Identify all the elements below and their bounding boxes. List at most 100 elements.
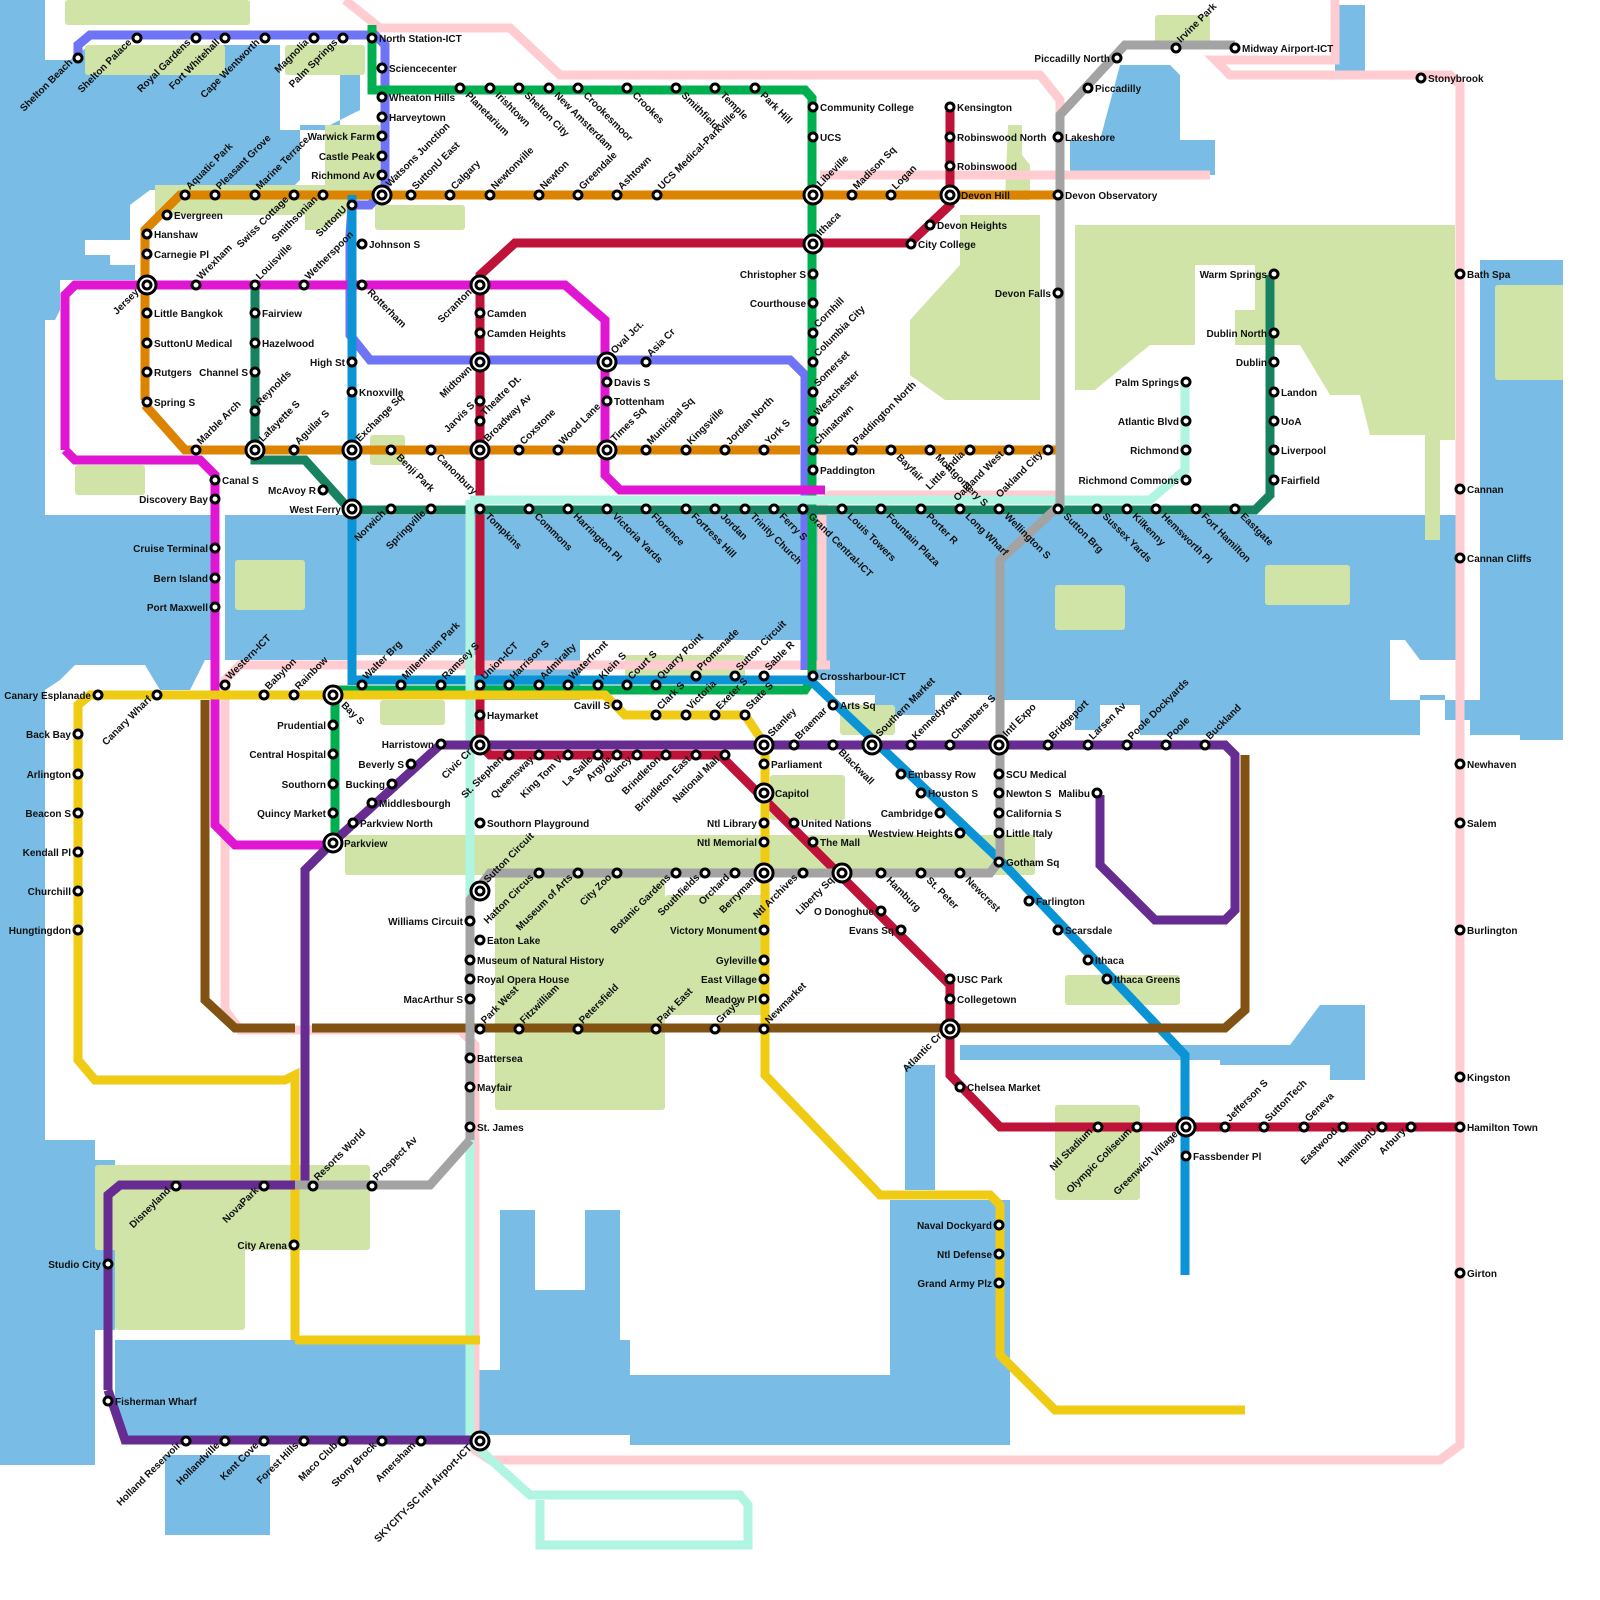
station[interactable]: Midway Airport-ICT (1229, 42, 1333, 55)
station[interactable]: Bath Spa (1454, 268, 1511, 281)
line-purple[interactable] (103, 1388, 480, 1445)
station[interactable]: Museum of Natural History (464, 954, 605, 967)
station[interactable]: Royal Opera House (464, 973, 570, 986)
station[interactable]: Courthouse (750, 297, 819, 310)
station[interactable]: Piccadilly (1082, 82, 1142, 95)
station[interactable]: Grand Army Plz (917, 1277, 1005, 1290)
station[interactable]: Victory Monument (670, 924, 770, 937)
station[interactable]: Devon Falls (995, 287, 1064, 300)
station[interactable]: Canary Wharf (100, 689, 163, 748)
station[interactable]: Little Italy (993, 827, 1053, 840)
station[interactable]: Arts Sq (827, 699, 876, 712)
station[interactable]: Rutgers (141, 366, 192, 379)
station[interactable]: Community College (807, 101, 914, 114)
station[interactable]: Bucking (346, 778, 398, 791)
station[interactable]: Battersea (464, 1052, 523, 1065)
station[interactable]: Cannan (1454, 483, 1504, 496)
station[interactable]: Canary Esplanade (4, 689, 104, 702)
station[interactable]: St. James (464, 1121, 524, 1134)
station[interactable]: Paddington North (846, 380, 919, 456)
station[interactable]: Channel S (199, 366, 261, 379)
station[interactable]: Southorn Playground (474, 817, 589, 830)
station[interactable]: Newhaven (1454, 758, 1516, 771)
station[interactable]: USC Park (944, 973, 1003, 986)
station[interactable]: Kingston (1454, 1071, 1510, 1084)
station[interactable]: Sciencecenter (376, 62, 457, 75)
station[interactable]: Hungtingdon (9, 924, 84, 937)
station[interactable]: Warwick Farm (308, 130, 388, 143)
station[interactable]: SCU Medical (993, 768, 1067, 781)
station[interactable]: Central Hospital (249, 748, 339, 761)
station[interactable]: California S (993, 807, 1062, 820)
station[interactable]: Cambridge (881, 807, 946, 820)
station[interactable]: Churchill (28, 885, 84, 898)
station[interactable]: Spring S (141, 396, 195, 409)
station[interactable]: North Station-ICT (366, 32, 462, 45)
station[interactable]: Kensington (944, 101, 1012, 114)
station[interactable]: Fisherman Wharf (102, 1395, 197, 1408)
station[interactable]: Evans Sq (849, 924, 907, 937)
station[interactable]: Parkview North (347, 817, 433, 830)
station[interactable]: Eaton Lake (474, 934, 541, 947)
station[interactable]: Stonybrook (1415, 72, 1484, 85)
station[interactable]: Girton (1454, 1267, 1497, 1280)
station[interactable]: Crossharbour-ICT (807, 670, 906, 683)
station[interactable]: City College (905, 238, 976, 251)
station[interactable]: Hanshaw (141, 228, 198, 241)
station[interactable]: Malibu (1058, 787, 1103, 800)
station[interactable]: Parkview (322, 832, 388, 854)
station[interactable]: Harveytown (376, 111, 446, 124)
station[interactable]: City Arena (237, 1239, 300, 1252)
station[interactable]: Newton S (993, 787, 1052, 800)
station[interactable]: Carnegie Pl (141, 248, 209, 261)
station[interactable]: Capitol (753, 782, 809, 804)
station[interactable]: Studio City (48, 1258, 114, 1271)
station[interactable]: O Donoghue (814, 905, 887, 918)
station[interactable]: Westview Heights (868, 827, 966, 840)
station[interactable]: Hazelwood (249, 337, 314, 350)
station[interactable]: Gotham Sq (993, 856, 1059, 869)
station[interactable]: Devon Observatory (1052, 189, 1158, 202)
station[interactable]: Harristown (382, 738, 447, 751)
station[interactable]: Devon Hill (939, 184, 1010, 206)
station[interactable]: High St (310, 356, 358, 369)
station[interactable]: Ntl Memorial (697, 836, 770, 849)
station[interactable]: Discovery Bay (139, 493, 221, 506)
station[interactable]: Mayfair (464, 1081, 512, 1094)
station[interactable]: Bern Island (154, 572, 221, 585)
station[interactable]: SKYCITY-SC Intl Airport-ICT (373, 1430, 491, 1545)
station[interactable]: The Mall (807, 836, 860, 849)
station[interactable]: Ithaca Greens (1101, 973, 1181, 986)
station[interactable]: Christopher S (740, 268, 819, 281)
station[interactable]: Paddington (807, 464, 875, 477)
station[interactable]: West Ferry (289, 498, 363, 520)
station[interactable]: Prudential (277, 719, 339, 732)
station[interactable]: Palm Springs (1115, 376, 1192, 389)
station[interactable]: Piccadilly North (1034, 52, 1123, 65)
station[interactable]: Quincy Market (257, 807, 339, 820)
station[interactable]: Embassy Row (895, 768, 976, 781)
station[interactable]: Atlantic Blvd (1118, 415, 1192, 428)
station[interactable]: Camden (474, 307, 526, 320)
station[interactable]: Back Bay (26, 728, 84, 741)
station[interactable]: East Village (701, 973, 770, 986)
station[interactable]: Richmond (1130, 444, 1192, 457)
station[interactable]: Camden Heights (474, 327, 566, 340)
station[interactable]: Farlington (1023, 895, 1085, 908)
station[interactable]: Scarsdale (1052, 924, 1113, 937)
station[interactable]: Collegetown (944, 993, 1016, 1006)
station[interactable]: Parliament (758, 758, 823, 771)
station[interactable]: Castle Peak (319, 150, 388, 163)
station[interactable]: Wheaton Hills (376, 91, 456, 104)
station[interactable]: Salem (1454, 817, 1497, 830)
station[interactable]: MacArthur S (404, 993, 476, 1006)
station[interactable]: Little Bangkok (141, 307, 223, 320)
station[interactable]: Southorn (282, 778, 339, 791)
station[interactable]: Middlesbourgh (366, 797, 451, 810)
station[interactable]: United Nations (788, 817, 872, 830)
station[interactable]: Naval Dockyard (917, 1219, 1005, 1232)
station[interactable]: Beverly S (358, 758, 417, 771)
station[interactable]: Dublin (1236, 356, 1280, 369)
station[interactable]: Haymarket (474, 709, 539, 722)
station[interactable]: Williams Circuit (388, 915, 476, 928)
